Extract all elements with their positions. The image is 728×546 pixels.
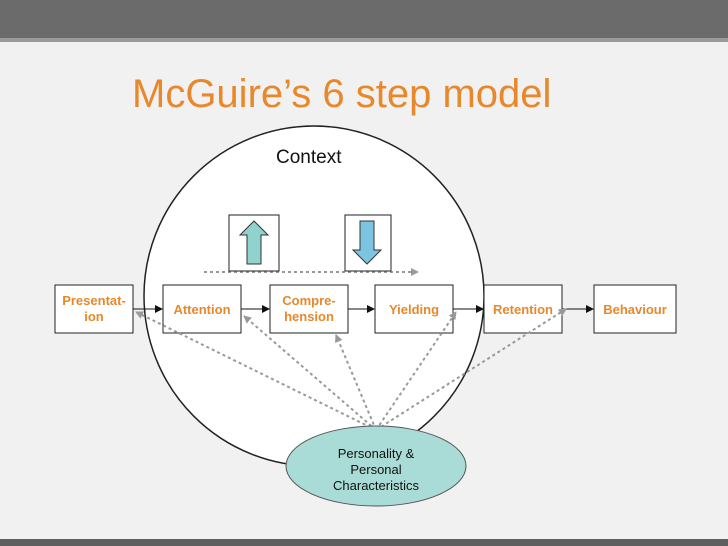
personality-line1: Personality & <box>337 446 415 461</box>
step-label-yielding: Yielding <box>375 302 453 318</box>
personality-line3: Characteristics <box>333 478 419 493</box>
step-label-line1: Attention <box>173 302 231 317</box>
step-label-line1: Presentat- <box>62 293 126 308</box>
step-label-line1: Yielding <box>388 302 440 317</box>
personality-ellipse <box>285 425 467 507</box>
step-label-line1: Compre- <box>282 293 336 308</box>
step-label-behaviour: Behaviour <box>594 302 676 318</box>
step-label-line1: Retention <box>493 302 553 317</box>
personality-line2: Personal <box>350 462 402 477</box>
step-label-line2: hension <box>284 309 334 324</box>
up-arrow-icon <box>238 220 270 265</box>
top-bar <box>0 0 728 42</box>
slide-title: McGuire’s 6 step model <box>132 72 552 116</box>
step-label-presentation: Presentat- ion <box>55 293 133 325</box>
step-label-attention: Attention <box>163 302 241 318</box>
step-label-retention: Retention <box>484 302 562 318</box>
step-box-retention <box>483 284 563 334</box>
step-box-attention <box>162 284 242 334</box>
step-box-comprehension <box>269 284 349 334</box>
step-box-behaviour <box>593 284 677 334</box>
step-label-line1: Behaviour <box>603 302 667 317</box>
step-box-yielding <box>374 284 454 334</box>
bottom-bar <box>0 539 728 546</box>
influence-lines <box>135 308 567 431</box>
context-label: Context <box>276 147 342 168</box>
step-box-presentation <box>54 284 134 334</box>
step-label-line2: ion <box>84 309 104 324</box>
top-bar-accent <box>0 38 728 42</box>
personality-label: Personality & Personal Characteristics <box>290 446 462 494</box>
down-arrow-icon <box>351 220 383 265</box>
step-label-comprehension: Compre- hension <box>270 293 348 325</box>
